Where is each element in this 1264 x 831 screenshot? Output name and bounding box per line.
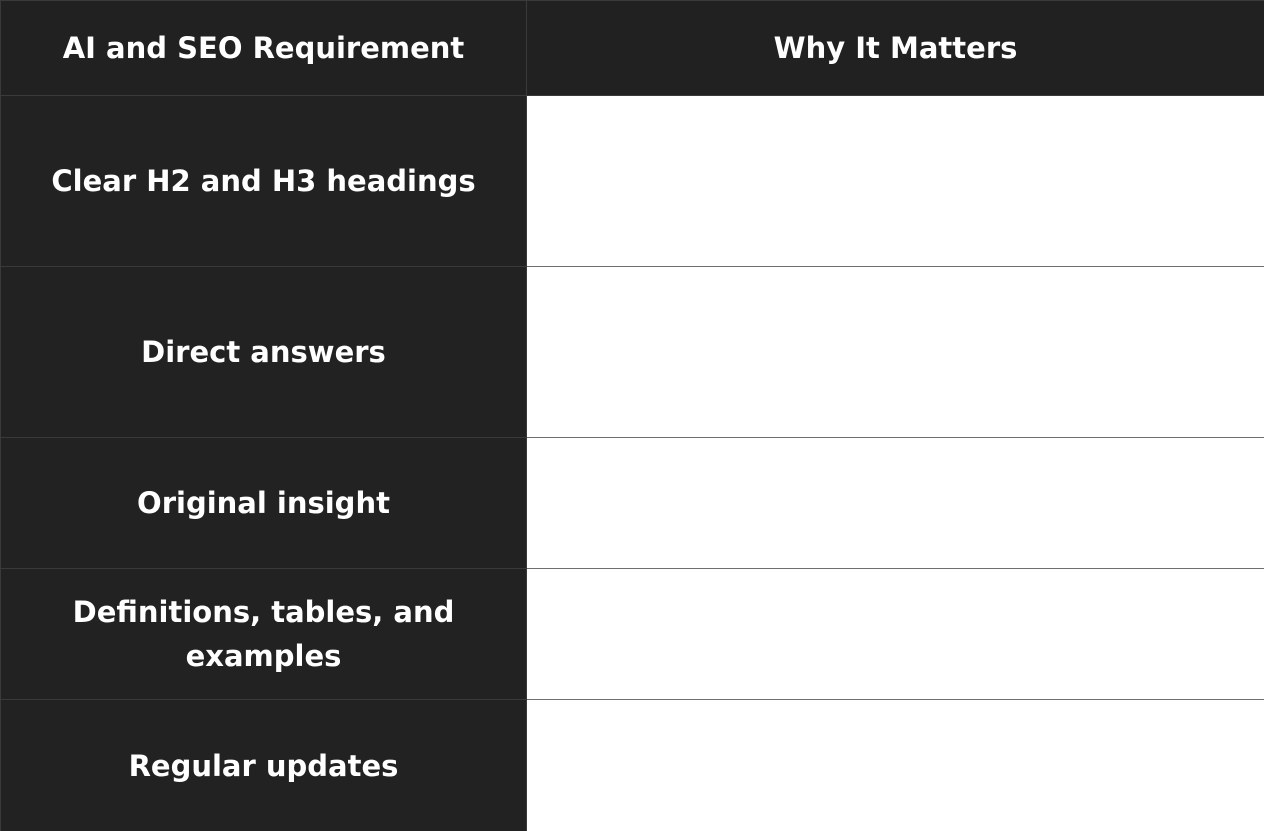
requirement-cell: Definitions, tables, and examples (0, 568, 527, 700)
why-cell (526, 699, 1264, 831)
why-cell (526, 568, 1264, 700)
header-row: AI and SEO Requirement Why It Matters (0, 0, 1264, 96)
table-row: Regular updates (0, 699, 1264, 831)
requirement-cell: Clear H2 and H3 headings (0, 95, 527, 267)
requirement-cell: Direct answers (0, 266, 527, 438)
requirement-cell: Regular updates (0, 699, 527, 831)
why-cell (526, 95, 1264, 267)
table-row: Original insight (0, 437, 1264, 569)
header-requirement: AI and SEO Requirement (0, 0, 527, 96)
table-row: Definitions, tables, and examples (0, 568, 1264, 700)
table-header: AI and SEO Requirement Why It Matters (0, 0, 1264, 96)
requirement-cell: Original insight (0, 437, 527, 569)
table-row: Clear H2 and H3 headings (0, 95, 1264, 267)
table-row: Direct answers (0, 266, 1264, 438)
table-body: Clear H2 and H3 headings Direct answers … (0, 95, 1264, 831)
why-cell (526, 266, 1264, 438)
header-why-it-matters: Why It Matters (526, 0, 1264, 96)
why-cell (526, 437, 1264, 569)
